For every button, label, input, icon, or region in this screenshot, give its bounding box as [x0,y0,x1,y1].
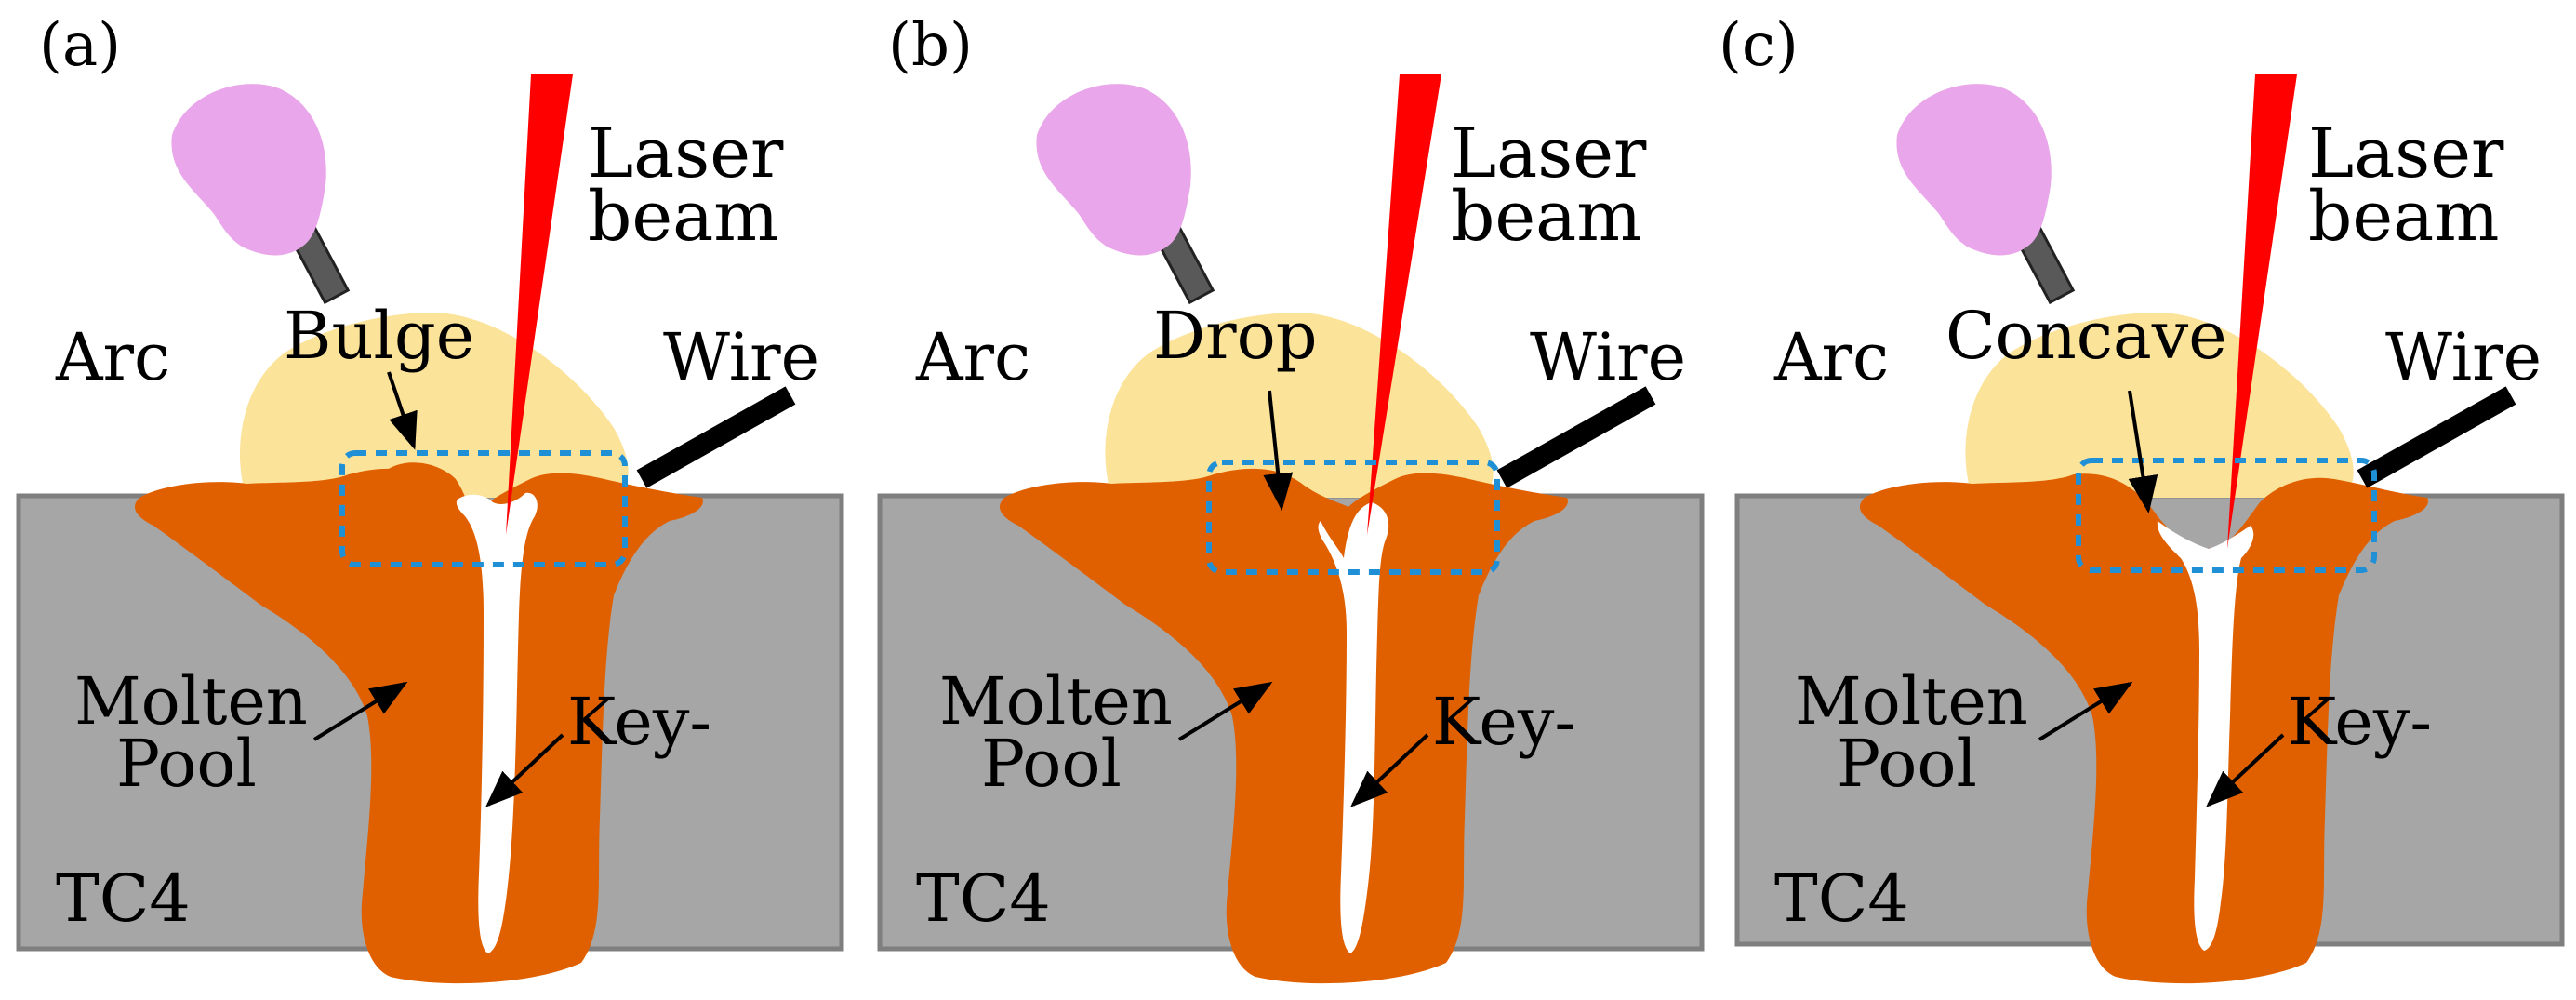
beam-label: beam [588,177,778,257]
arc-plasma [1105,312,1494,498]
keyhole-arrow [2206,733,2285,807]
material-label: TC4 [916,860,1051,937]
keyhole-label: Key- [567,684,711,760]
panel-c: (c) Laser beam Arc Concave Wire Molten P… [1719,11,2565,984]
concave-arrow [2128,390,2158,513]
arc-label: Arc [55,319,170,395]
molten-label: Molten [1795,663,2028,740]
keyhole [2157,521,2254,951]
filler-wire [1496,386,1656,488]
keyhole [456,492,538,953]
material-label: TC4 [56,860,191,937]
molten-label: Molten [939,663,1173,740]
material-label: TC4 [1774,860,1909,937]
wire-label: Wire [1530,319,1686,395]
arc-plasma [1965,312,2354,498]
feature-label: Drop [1153,298,1318,374]
keyhole-label: Key- [1432,684,1576,760]
keyhole-label: Key- [2288,684,2432,760]
wire-label: Wire [663,319,819,395]
panel-b: (b) Laser beam Arc Drop Wire Molten Pool… [877,11,1705,984]
feature-label: Bulge [284,298,474,374]
molten-pool [135,468,703,984]
keyhole-arrow [1350,733,1429,807]
molten-pool [1860,473,2428,984]
pool-label: Pool [981,726,1122,802]
beam-label: beam [1451,177,1641,257]
arc-label: Arc [915,319,1030,395]
bulge-arrow [387,371,418,450]
pool-label: Pool [1837,726,1977,802]
feature-label: Concave [1945,298,2227,374]
bulge-left [381,462,470,521]
highlight-region [2076,458,2377,573]
pool-label: Pool [116,726,257,802]
torch-nozzle [171,84,326,256]
laser-beam [2227,74,2297,549]
filler-wire [2357,386,2516,488]
highlight-region [339,450,628,567]
laser-label: Laser [588,113,784,193]
keyhole [1318,502,1389,953]
panel-label: (a) [39,11,121,80]
filler-wire [636,386,796,488]
panel-label: (b) [888,11,973,80]
molten-pool-arrow [1177,681,1273,741]
laser-label: Laser [1451,113,1647,193]
laser-beam [1367,74,1441,535]
molten-pool-arrow [2038,681,2133,741]
laser-beam [506,74,573,535]
laser-label: Laser [2308,113,2504,193]
drop-arrow [1263,390,1294,511]
keyhole-arrow [485,733,564,807]
molten-pool [1000,468,1568,984]
panel-a: (a) Laser beam Arc Bulge Wire Molten Poo… [16,11,844,984]
molten-label: Molten [74,663,308,740]
torch-nozzle [1896,84,2052,256]
torch-nozzle [1036,84,1191,256]
molten-pool-arrow [312,681,408,741]
highlight-region [1206,460,1500,575]
arc-label: Arc [1773,319,1889,395]
wire-label: Wire [2385,319,2542,395]
beam-label: beam [2308,177,2499,257]
panel-label: (c) [1719,11,1799,80]
